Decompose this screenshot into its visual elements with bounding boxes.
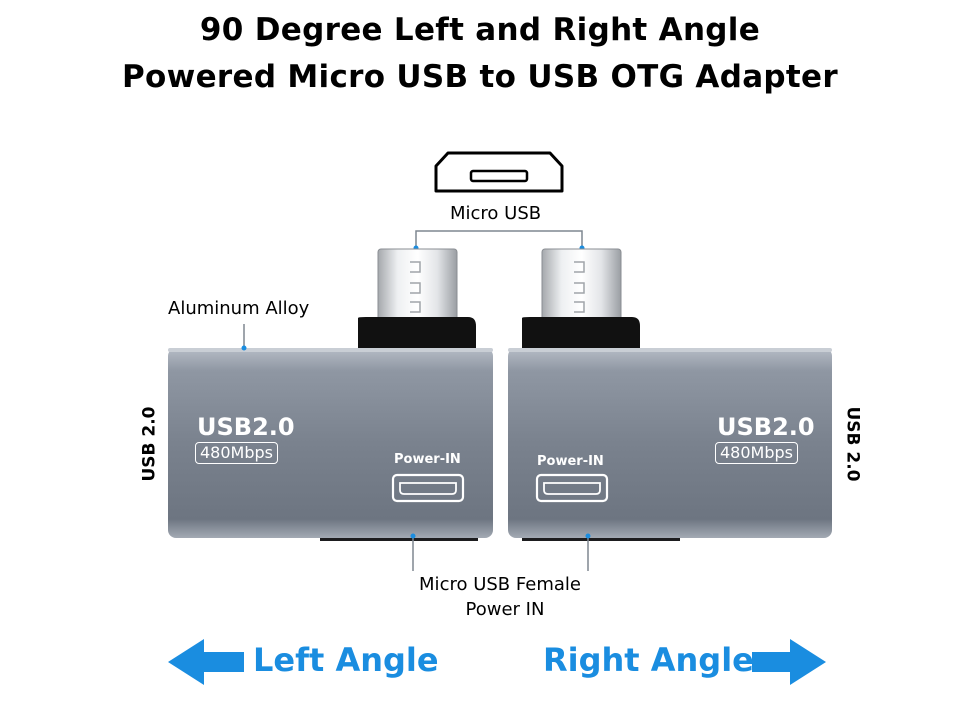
micro-usb-label: Micro USB [450, 203, 542, 224]
left-angle-label: Left Angle [253, 641, 439, 679]
leader-dot [410, 533, 416, 539]
right-angle-label: Right Angle [543, 641, 754, 679]
leader-dot [585, 533, 591, 539]
female-label-line-1: Micro USB Female [419, 574, 581, 595]
leader-dot [241, 345, 247, 351]
micro-usb-port-icon [434, 151, 564, 193]
left-arrow-icon [168, 639, 244, 685]
usb-2-side-label-right: USB 2.0 [842, 406, 863, 482]
right-adapter-body [508, 348, 832, 541]
right-power-in-label: Power-IN [537, 454, 604, 469]
usb-2-side-label-left: USB 2.0 [139, 406, 160, 482]
aluminum-alloy-label: Aluminum Alloy [168, 298, 310, 319]
right-speed-badge: 480Mbps [715, 442, 798, 464]
left-usb-version: USB2.0 [197, 413, 295, 441]
left-power-in-label: Power-IN [394, 452, 461, 467]
left-adapter-body [168, 348, 493, 541]
female-label-line-2: Power IN [465, 599, 545, 620]
left-speed-badge: 480Mbps [195, 442, 278, 464]
right-arrow-icon [752, 639, 826, 685]
right-micro-usb-plug [522, 248, 640, 349]
title-line-2: Powered Micro USB to USB OTG Adapter [122, 59, 838, 95]
title-line-1: 90 Degree Left and Right Angle [199, 12, 761, 48]
left-micro-usb-plug [358, 248, 476, 349]
micro-usb-leader [415, 230, 583, 248]
right-usb-version: USB2.0 [717, 413, 815, 441]
